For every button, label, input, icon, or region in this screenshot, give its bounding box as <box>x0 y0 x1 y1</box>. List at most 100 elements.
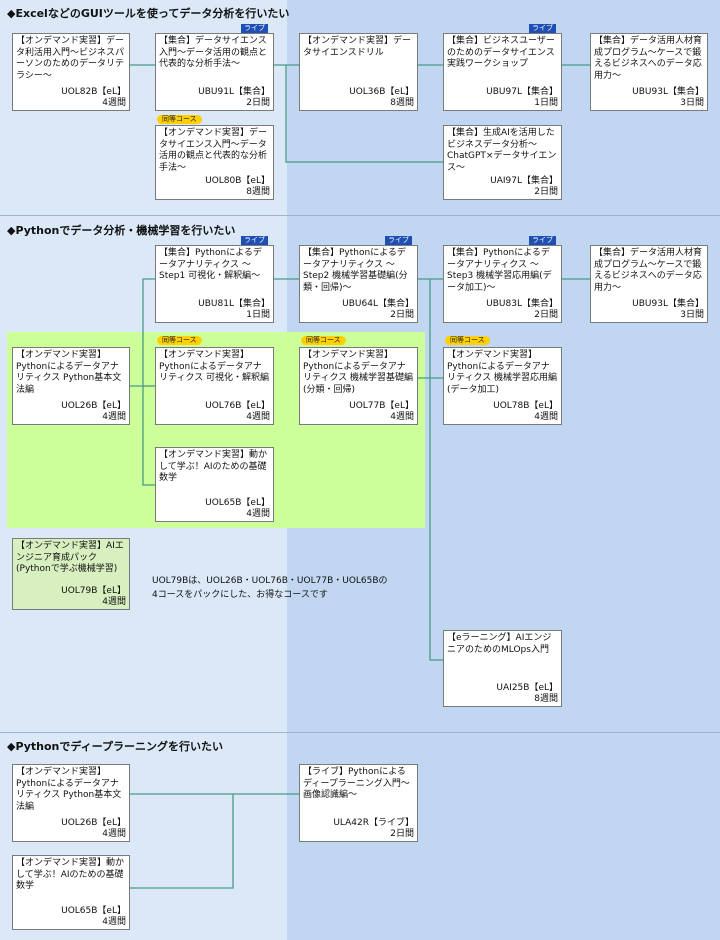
connector-line <box>285 65 443 163</box>
course-duration: 2日間 <box>390 828 414 839</box>
course-box-ubu83l[interactable]: 【集合】Pythonによるデータアナリティクス ～Step3 機械学習応用編(デ… <box>443 245 562 323</box>
course-code: UAI25B【eL】 <box>496 682 558 693</box>
live-tag: ライブ <box>529 24 556 33</box>
course-box-ubu81l[interactable]: 【集合】Pythonによるデータアナリティクス ～Step1 可視化・解釈編～ … <box>155 245 274 323</box>
course-title: 【オンデマンド実習】Pythonによるデータアナリティクス Python基本文法… <box>16 767 122 812</box>
equivalent-course-tag: 同等コース <box>445 336 490 345</box>
course-code: UOL76B【eL】 <box>205 400 270 411</box>
pack-note: UOL79Bは、UOL26B・UOL76B・UOL77B・UOL65Bの 4コー… <box>152 574 422 602</box>
course-code: UOL82B【eL】 <box>61 86 126 97</box>
course-box-uol80b[interactable]: 【オンデマンド実習】データサイエンス入門～データ活用の観点と代表的な分析手法～ … <box>155 125 274 200</box>
equivalent-course-tag: 同等コース <box>157 115 202 124</box>
course-title: 【集合】Pythonによるデータアナリティクス ～Step1 可視化・解釈編～ <box>159 248 262 281</box>
section-title-gui: ◆ExcelなどのGUIツールを使ってデータ分析を行いたい <box>7 7 290 20</box>
course-box-ubu93l-2[interactable]: 【集合】データ活用人材育成プログラム～ケースで鍛えるビジネスへのデータ応用力～ … <box>590 245 708 323</box>
course-title: 【ライブ】Pythonによるディープラーニング入門～画像認識編～ <box>303 767 410 800</box>
course-title: 【オンデマンド実習】Pythonによるデータアナリティクス Python基本文法… <box>16 350 122 395</box>
course-title: 【集合】Pythonによるデータアナリティクス ～Step2 機械学習基礎編(分… <box>303 248 408 293</box>
course-duration: 2日間 <box>534 309 558 320</box>
course-box-uol76b[interactable]: 【オンデマンド実習】Pythonによるデータアナリティクス 可視化・解釈編 UO… <box>155 347 274 425</box>
course-title: 【オンデマンド実習】動かして学ぶ！AIのための基礎数学 <box>159 450 268 483</box>
course-title: 【オンデマンド実習】動かして学ぶ！AIのための基礎数学 <box>16 858 125 891</box>
course-box-ubu64l[interactable]: 【集合】Pythonによるデータアナリティクス ～Step2 機械学習基礎編(分… <box>299 245 418 323</box>
course-code: UOL80B【eL】 <box>205 175 270 186</box>
live-tag: ライブ <box>385 236 412 245</box>
connector-line <box>142 386 155 486</box>
course-title: 【オンデマンド実習】データサイエンスドリル <box>303 36 412 58</box>
course-box-uai25b[interactable]: 【eラーニング】AIエンジニアのためのMLOps入門 UAI25B【eL】 8週… <box>443 630 562 707</box>
course-duration: 1日間 <box>246 309 270 320</box>
course-code: ULA42R【ライブ】 <box>333 817 414 828</box>
course-duration: 4週間 <box>246 508 270 519</box>
course-code: UBU83L【集合】 <box>486 298 558 309</box>
course-duration: 4週間 <box>102 97 126 108</box>
connector-line <box>130 793 234 889</box>
course-code: UBU93L【集合】 <box>632 298 704 309</box>
course-duration: 4週間 <box>102 916 126 927</box>
course-box-uol77b[interactable]: 【オンデマンド実習】Pythonによるデータアナリティクス 機械学習基礎編(分類… <box>299 347 418 425</box>
course-box-uol65b-2[interactable]: 【オンデマンド実習】動かして学ぶ！AIのための基礎数学 UOL65B【eL】 4… <box>12 855 130 930</box>
course-title: 【集合】生成AIを活用したビジネスデータ分析～ChatGPT×データサイエンス～ <box>447 128 557 173</box>
course-box-uai97l[interactable]: 【集合】生成AIを活用したビジネスデータ分析～ChatGPT×データサイエンス～… <box>443 125 562 200</box>
course-code: UOL78B【eL】 <box>493 400 558 411</box>
section-title-deep-learning: ◆Pythonでディープラーニングを行いたい <box>7 740 223 753</box>
course-box-uol26b-2[interactable]: 【オンデマンド実習】Pythonによるデータアナリティクス Python基本文法… <box>12 764 130 842</box>
live-tag: ライブ <box>529 236 556 245</box>
course-duration: 3日間 <box>680 97 704 108</box>
course-box-uol82b[interactable]: 【オンデマンド実習】データ利活用入門～ビジネスパーソンのためのデータリテラシー～… <box>12 33 130 111</box>
live-tag: ライブ <box>241 236 268 245</box>
course-duration: 4週間 <box>102 828 126 839</box>
course-title: 【オンデマンド実習】Pythonによるデータアナリティクス 可視化・解釈編 <box>159 350 270 383</box>
course-duration: 3日間 <box>680 309 704 320</box>
course-code: UOL79B【eL】 <box>61 585 126 596</box>
course-title: 【オンデマンド実習】データ利活用入門～ビジネスパーソンのためのデータリテラシー～ <box>16 36 125 81</box>
course-title: 【eラーニング】AIエンジニアのためのMLOps入門 <box>447 633 552 655</box>
section-title-python-ml: ◆Pythonでデータ分析・機械学習を行いたい <box>7 224 236 237</box>
course-code: UBU91L【集合】 <box>198 86 270 97</box>
course-title: 【集合】データ活用人材育成プログラム～ケースで鍛えるビジネスへのデータ応用力～ <box>594 248 703 293</box>
course-box-uol26b[interactable]: 【オンデマンド実習】Pythonによるデータアナリティクス Python基本文法… <box>12 347 130 425</box>
course-box-uol65b[interactable]: 【オンデマンド実習】動かして学ぶ！AIのための基礎数学 UOL65B【eL】 4… <box>155 447 274 522</box>
course-title: 【集合】Pythonによるデータアナリティクス ～Step3 機械学習応用編(デ… <box>447 248 552 293</box>
course-duration: 4週間 <box>246 411 270 422</box>
course-code: UBU64L【集合】 <box>342 298 414 309</box>
course-code: UOL36B【eL】 <box>349 86 414 97</box>
course-title: 【集合】データ活用人材育成プログラム～ケースで鍛えるビジネスへのデータ応用力～ <box>594 36 703 81</box>
course-duration: 1日間 <box>534 97 558 108</box>
course-box-uol36b[interactable]: 【オンデマンド実習】データサイエンスドリル UOL36B【eL】 8週間 <box>299 33 418 111</box>
course-duration: 8週間 <box>246 186 270 197</box>
course-code: UOL77B【eL】 <box>349 400 414 411</box>
course-code: UOL26B【eL】 <box>61 400 126 411</box>
course-title: 【オンデマンド実習】データサイエンス入門～データ活用の観点と代表的な分析手法～ <box>159 128 268 173</box>
course-title: 【オンデマンド実習】AIエンジニア育成パック(Pythonで学ぶ機械学習) <box>16 541 124 574</box>
course-box-uol78b[interactable]: 【オンデマンド実習】Pythonによるデータアナリティクス 機械学習応用編(デー… <box>443 347 562 425</box>
course-duration: 4週間 <box>102 411 126 422</box>
connector-line <box>130 278 155 387</box>
course-code: UAI97L【集合】 <box>490 175 558 186</box>
course-box-ubu93l[interactable]: 【集合】データ活用人材育成プログラム～ケースで鍛えるビジネスへのデータ応用力～ … <box>590 33 708 111</box>
course-duration: 4週間 <box>390 411 414 422</box>
connector-line <box>429 279 443 661</box>
course-box-uol79b[interactable]: 【オンデマンド実習】AIエンジニア育成パック(Pythonで学ぶ機械学習) UO… <box>12 538 130 610</box>
live-tag: ライブ <box>241 24 268 33</box>
pack-note-line-2: 4コースをパックにした、お得なコースです <box>152 590 328 600</box>
course-title: 【オンデマンド実習】Pythonによるデータアナリティクス 機械学習基礎編(分類… <box>303 350 414 395</box>
course-title: 【集合】データサイエンス入門～データ活用の観点と代表的な分析手法～ <box>159 36 268 69</box>
course-duration: 2日間 <box>534 186 558 197</box>
course-code: UBU97L【集合】 <box>486 86 558 97</box>
course-duration: 8週間 <box>390 97 414 108</box>
course-code: UBU93L【集合】 <box>632 86 704 97</box>
equivalent-course-tag: 同等コース <box>301 336 346 345</box>
course-title: 【集合】ビジネスユーザーのためのデータサイエンス実践ワークショップ <box>447 36 555 69</box>
course-title: 【オンデマンド実習】Pythonによるデータアナリティクス 機械学習応用編(デー… <box>447 350 558 395</box>
course-box-ubu97l[interactable]: 【集合】ビジネスユーザーのためのデータサイエンス実践ワークショップ UBU97L… <box>443 33 562 111</box>
course-duration: 8週間 <box>534 693 558 704</box>
equivalent-course-tag: 同等コース <box>157 336 202 345</box>
course-box-ula42r[interactable]: 【ライブ】Pythonによるディープラーニング入門～画像認識編～ ULA42R【… <box>299 764 418 842</box>
course-duration: 2日間 <box>246 97 270 108</box>
pack-note-line-1: UOL79Bは、UOL26B・UOL76B・UOL77B・UOL65Bの <box>152 576 388 586</box>
course-box-ubu91l[interactable]: 【集合】データサイエンス入門～データ活用の観点と代表的な分析手法～ UBU91L… <box>155 33 274 111</box>
section-divider <box>0 732 720 733</box>
course-code: UOL65B【eL】 <box>205 497 270 508</box>
